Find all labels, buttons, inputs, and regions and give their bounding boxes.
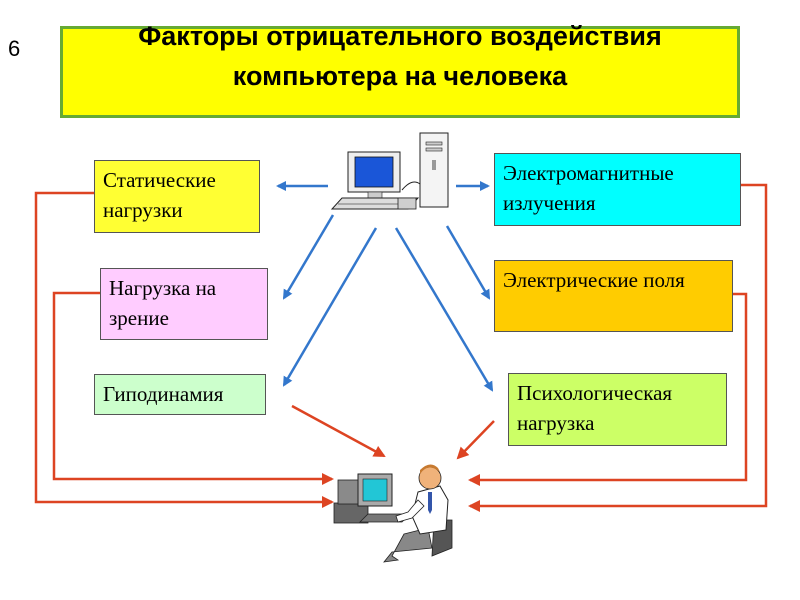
factor-electromagnetic-radiation: Электромагнитные излучения [494,153,741,226]
arrow-to-psych [394,227,494,392]
factor-hypodynamia: Гиподинамия [94,374,266,415]
red-line-electric [468,292,748,486]
person-at-computer-icon [333,464,453,563]
slide-title: Факторы отрицательного воздействия компь… [138,21,662,91]
blue-arrows [276,181,494,392]
red-arrow-hypodynamia [291,404,386,458]
factor-psychological-load: Психологическая нагрузка [508,373,727,446]
factor-static-loads: Статические нагрузки [94,160,260,233]
red-line-vision [52,291,334,485]
slide-number: 6 [8,36,21,61]
desktop-computer-icon [330,132,449,210]
red-arrow-psych [456,420,495,460]
arrow-to-hypodynamia [282,227,378,387]
factor-electric-fields: Электрические поля [494,260,733,332]
red-arrows [34,183,768,512]
arrow-to-vision [282,214,335,300]
red-line-emag [468,183,768,512]
factor-eye-strain: Нагрузка на зрение [100,268,268,340]
red-line-static [34,191,334,508]
arrow-to-electric [445,225,491,300]
title-box [60,26,740,118]
